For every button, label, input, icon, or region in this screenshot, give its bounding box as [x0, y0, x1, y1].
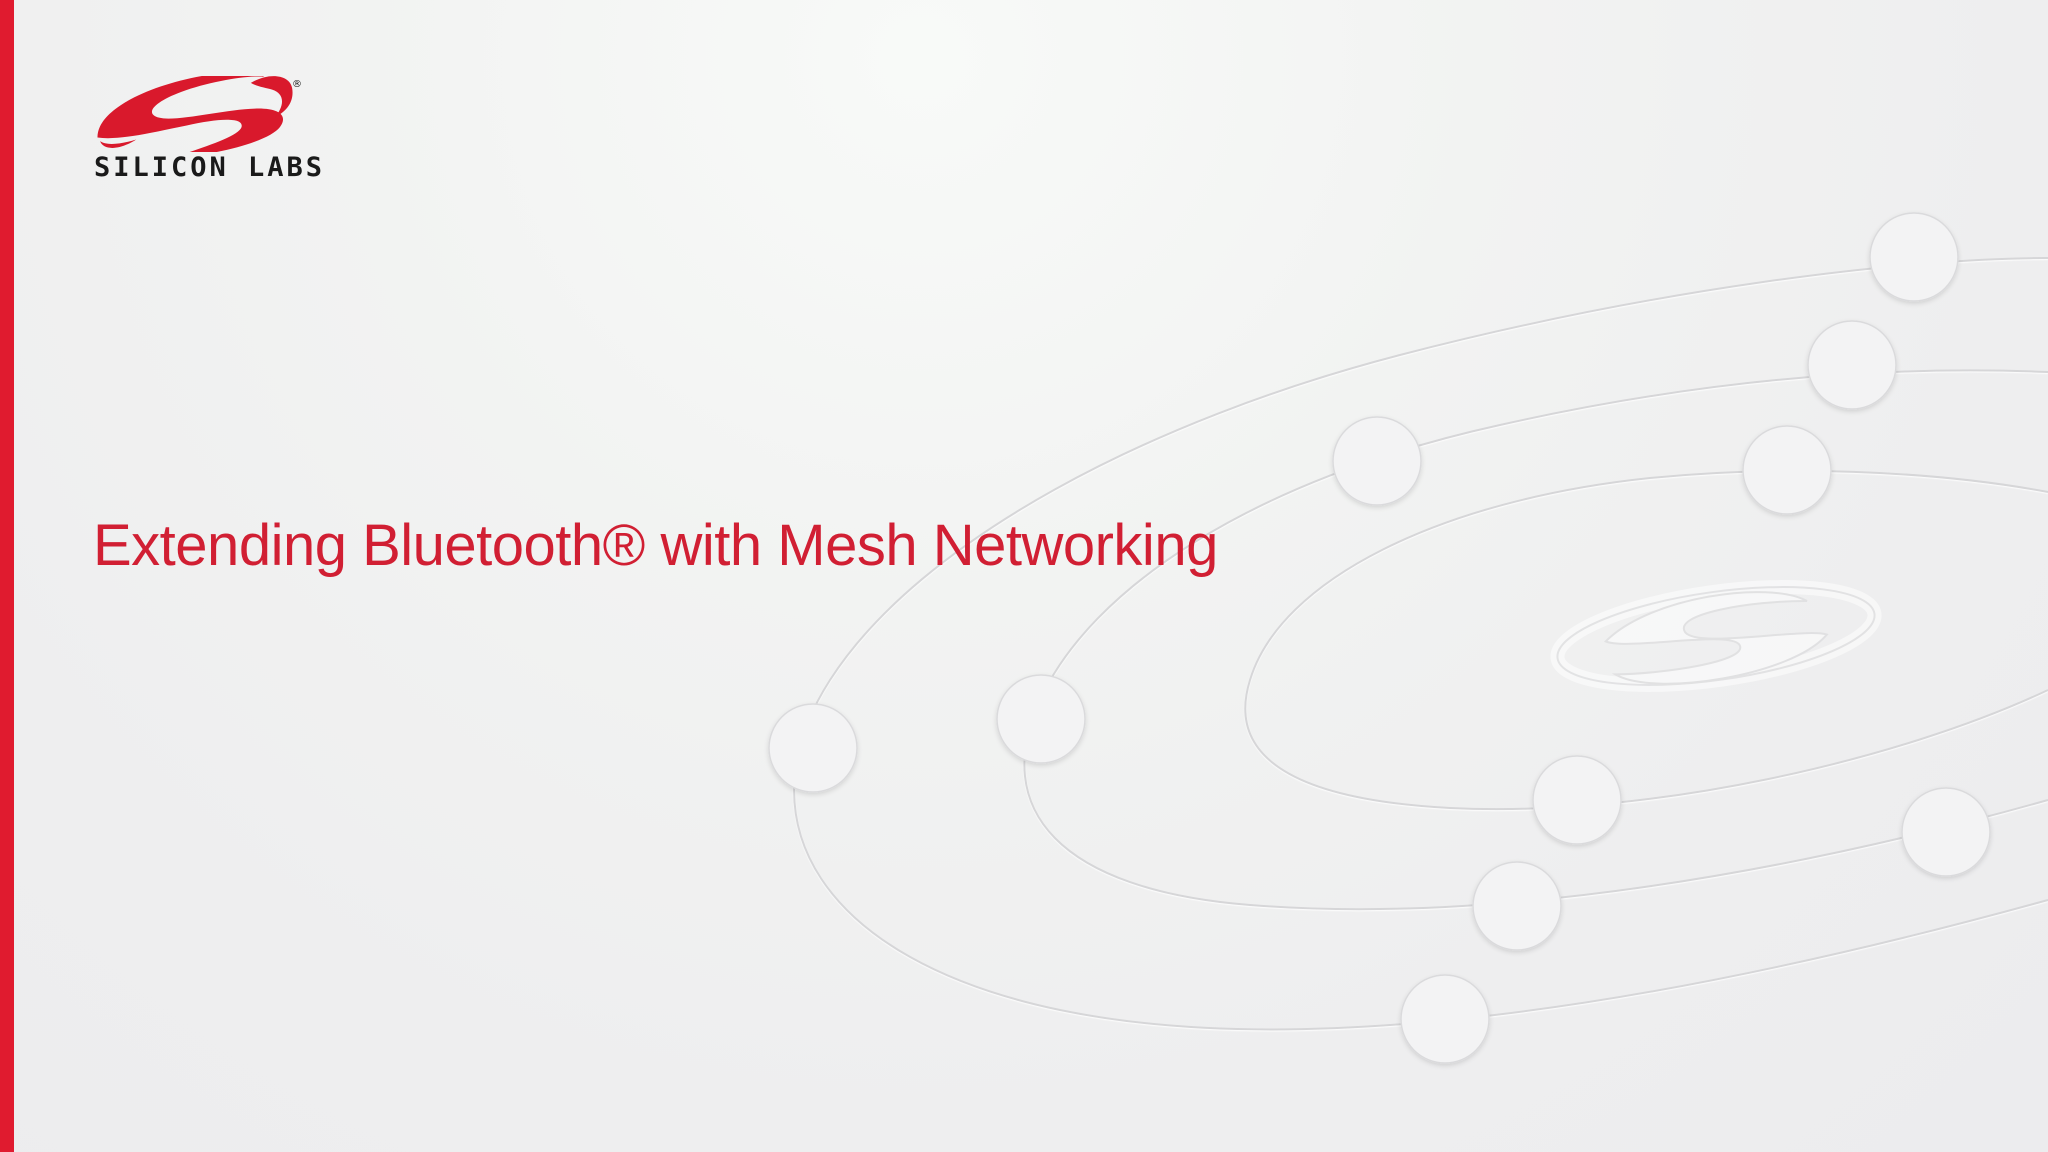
- mesh-node: [996, 674, 1086, 764]
- mesh-node: [1742, 425, 1832, 515]
- accent-bar: [0, 0, 14, 1152]
- mesh-node: [1532, 755, 1622, 845]
- silicon-labs-logo-icon: [97, 76, 293, 152]
- orbit-middle: [1023, 369, 2048, 911]
- mesh-node: [1869, 212, 1959, 302]
- mesh-node: [1332, 416, 1422, 506]
- mesh-node: [1807, 320, 1897, 410]
- slide-title: Extending Bluetooth® with Mesh Networkin…: [93, 513, 1218, 578]
- mesh-node: [768, 703, 858, 793]
- mesh-node: [1472, 861, 1562, 951]
- mesh-node: [1901, 787, 1991, 877]
- silicon-labs-watermark-icon: [1550, 580, 1882, 692]
- silicon-labs-logo: ® SILICON LABS: [92, 76, 322, 188]
- logo-wordmark: SILICON LABS: [94, 152, 326, 183]
- registered-mark: ®: [292, 79, 302, 90]
- mesh-node: [1400, 974, 1490, 1064]
